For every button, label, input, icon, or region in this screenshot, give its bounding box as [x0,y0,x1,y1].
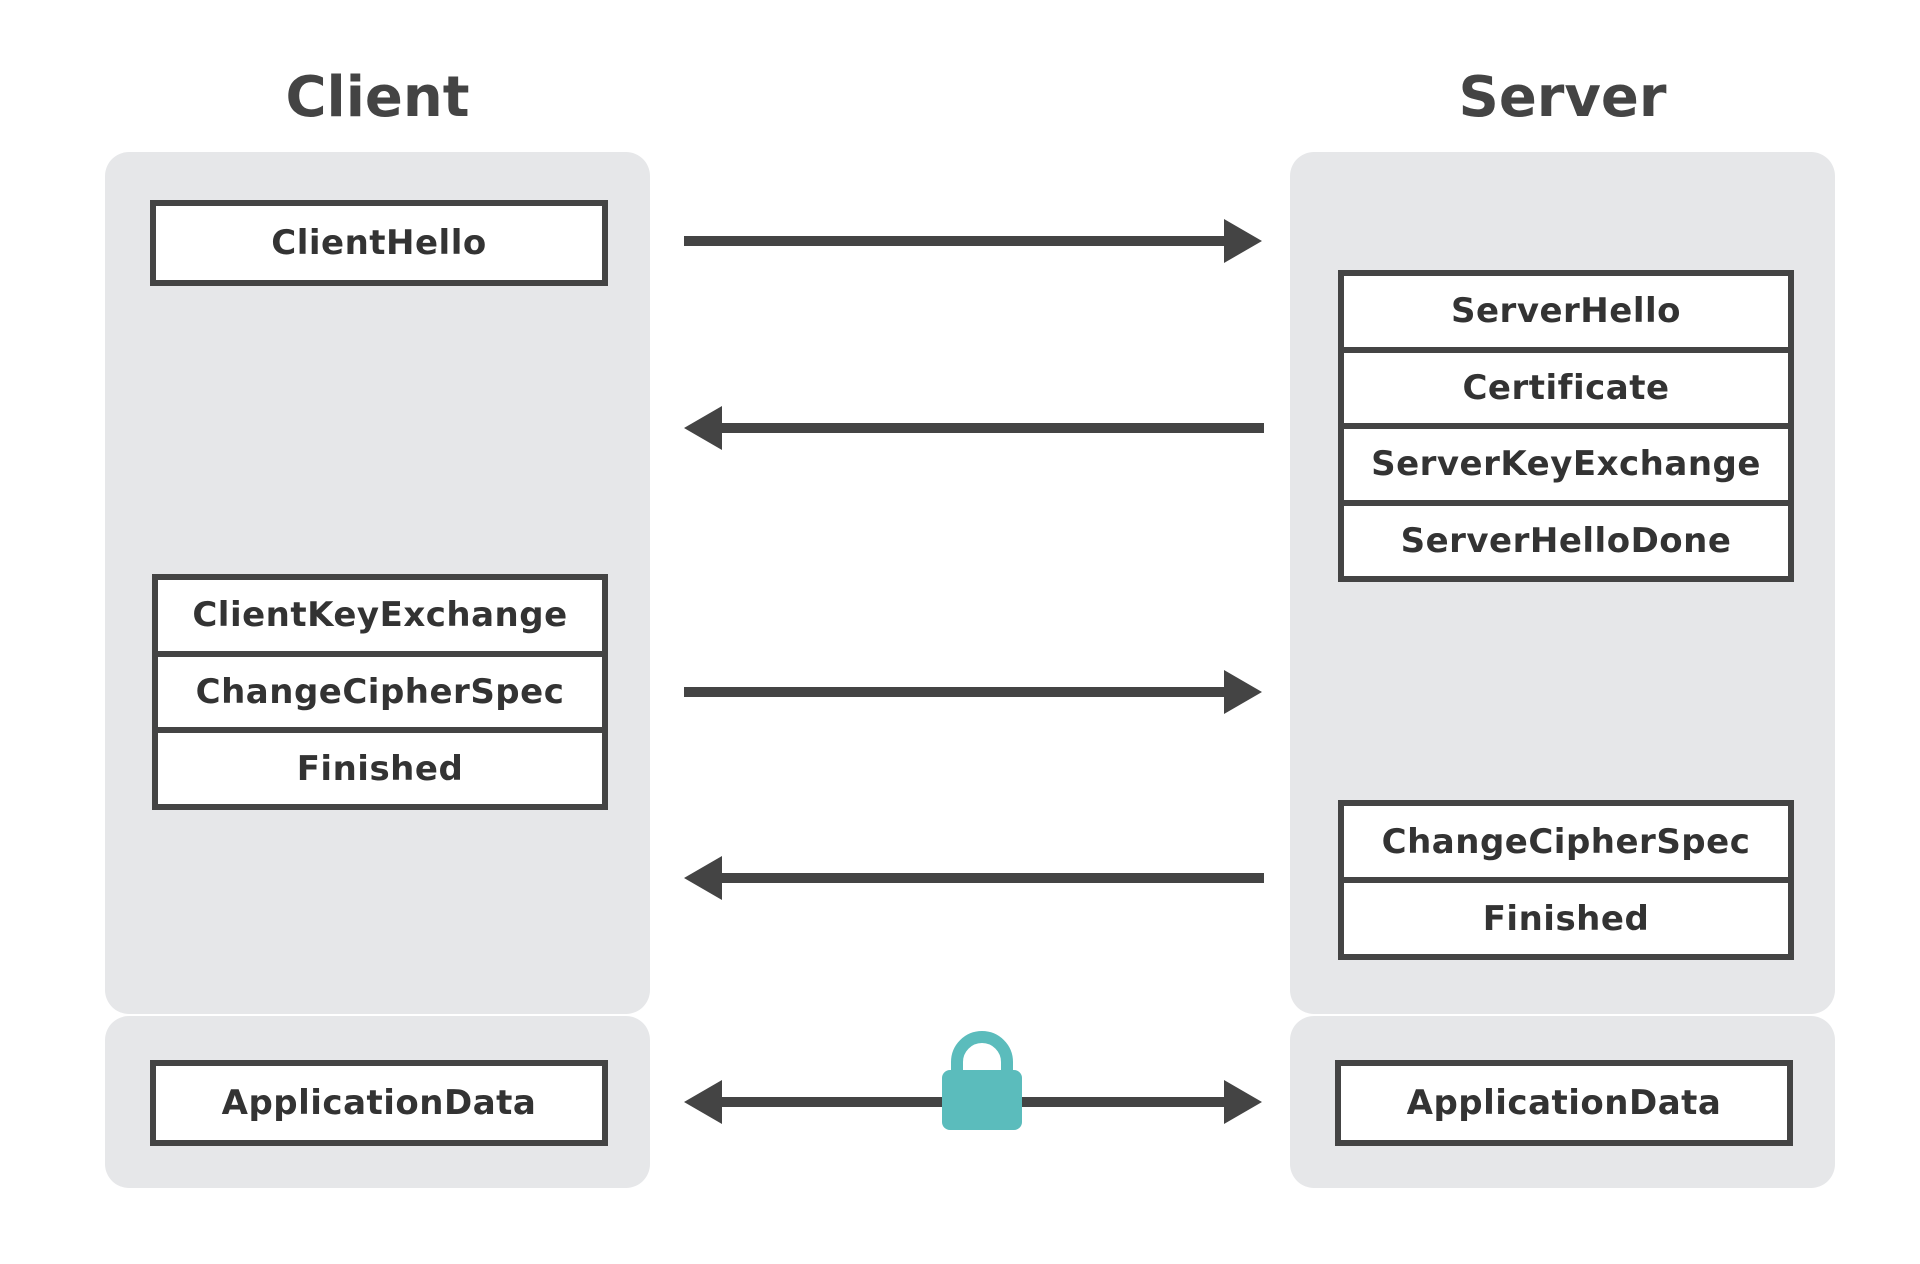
server-change-cipher-spec-message: ChangeCipherSpec [1344,806,1788,877]
client-hello-message: ClientHello [156,206,602,280]
server-key-exchange-message: ServerKeyExchange [1344,429,1788,500]
server-hello-stack: ServerHello Certificate ServerKeyExchang… [1338,270,1794,582]
arrow-client-key-exchange [684,670,1262,714]
client-application-data-message: ApplicationData [156,1066,602,1140]
client-key-exchange-stack: ClientKeyExchange ChangeCipherSpec Finis… [152,574,608,810]
client-change-cipher-spec-message: ChangeCipherSpec [158,656,602,728]
client-application-data-stack: ApplicationData [150,1060,608,1146]
arrow-server-finish [684,856,1264,900]
client-key-exchange-message: ClientKeyExchange [158,580,602,651]
server-title: Server [1458,65,1667,130]
client-title: Client [285,65,470,130]
arrow-client-hello [684,219,1262,263]
client-finished-message: Finished [158,733,602,805]
server-certificate-message: Certificate [1344,352,1788,423]
server-hello-message: ServerHello [1344,276,1788,347]
client-hello-stack: ClientHello [150,200,608,286]
server-application-data-stack: ApplicationData [1335,1060,1793,1146]
server-hello-done-message: ServerHelloDone [1344,505,1788,576]
server-application-data-message: ApplicationData [1341,1066,1787,1140]
arrow-server-hello [684,406,1264,450]
server-finished-message: Finished [1344,883,1788,954]
server-finish-stack: ChangeCipherSpec Finished [1338,800,1794,960]
padlock-icon [942,1031,1022,1130]
